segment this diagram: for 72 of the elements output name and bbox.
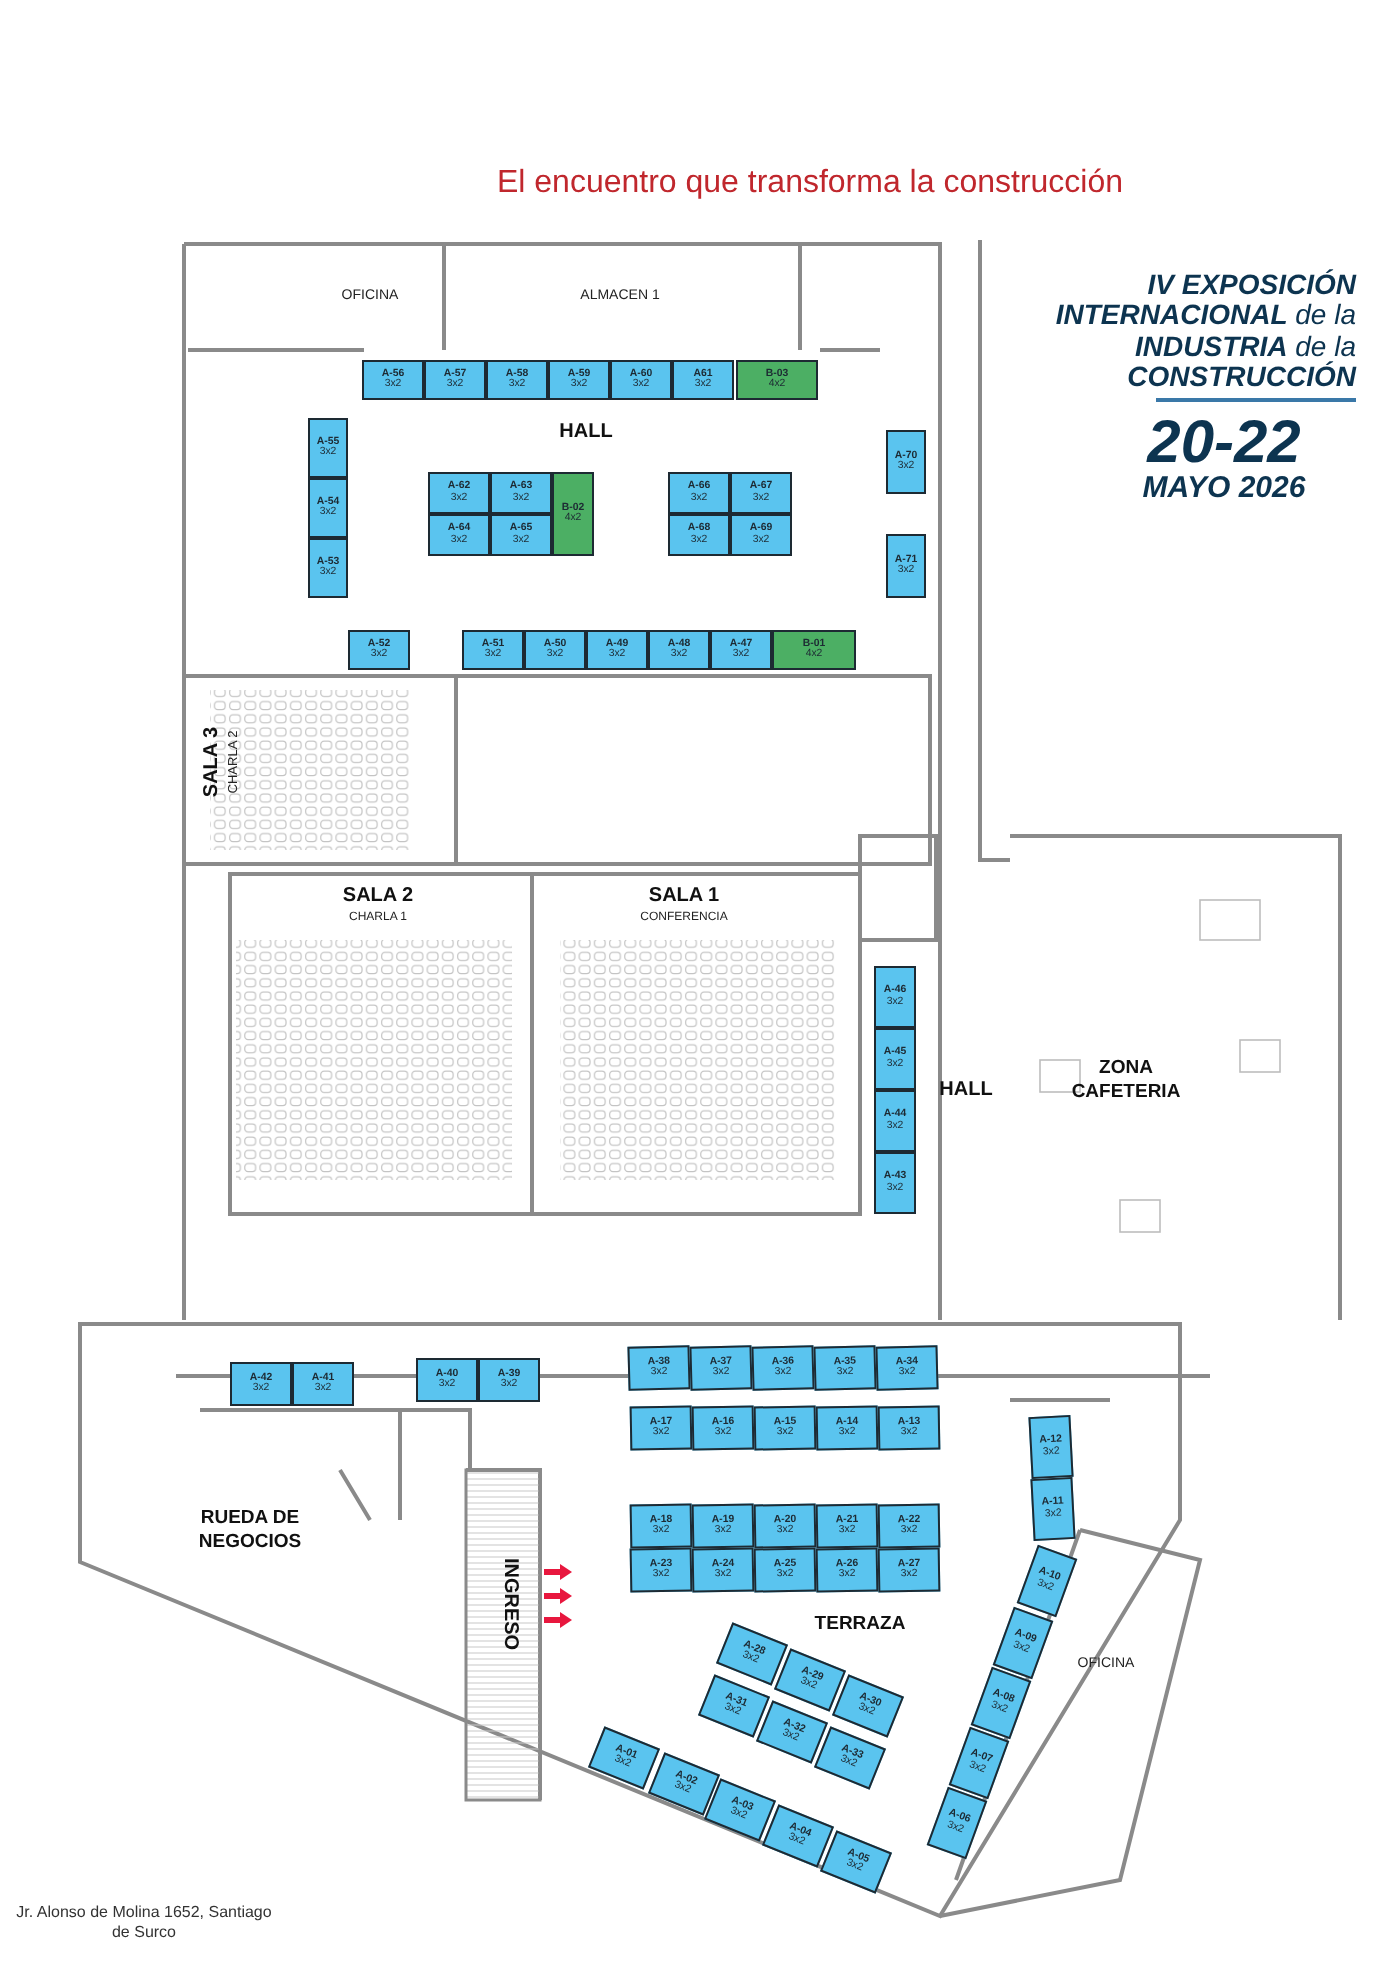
booth-box [668,472,730,514]
booth-box [552,472,594,556]
area-label: HALL [559,421,613,443]
booth-box [362,360,424,400]
area-label: HALL [939,1079,993,1101]
booth-box [710,630,772,670]
tagline: El encuentro que transforma la construcción [496,166,1124,202]
booth-box [308,478,348,538]
booth-box [691,1503,755,1549]
booth-box [874,1028,916,1090]
booth-box [689,1345,753,1391]
booth-box [753,1503,817,1549]
event-dates: 20-22 [1147,410,1301,476]
room-label: SALA 2 [342,885,414,907]
booth-box [886,534,926,598]
booth-box [348,630,410,670]
booth-box [230,1362,292,1406]
booth-box [292,1362,354,1406]
booth-box [524,630,586,670]
booth-box [424,360,486,400]
booth-box [486,360,548,400]
booth-box [627,1345,691,1391]
booth-box [875,1345,939,1391]
booth-box [428,514,490,556]
booth-box [815,1405,879,1451]
booth-box [586,630,648,670]
booth-box [874,1152,916,1214]
area-label: TERRAZA [814,1613,906,1635]
booth-box [813,1345,877,1391]
booth-box [629,1405,693,1451]
booth-box [874,1090,916,1152]
booth-box [753,1547,817,1593]
booth-box [672,360,734,400]
booth-box [815,1547,879,1593]
booth-box [730,472,792,514]
booth-box [691,1547,755,1593]
booth-box [668,514,730,556]
booth-box [691,1405,755,1451]
booth-box [877,1405,941,1451]
event-month-year: MAYO 2026 [1142,471,1306,505]
booth-box [490,514,552,556]
booth-box [753,1405,817,1451]
booth-box [730,514,792,556]
booth-box [629,1503,693,1549]
address-text: Jr. Alonso de Molina 1652, Santiago de Surco [14,1903,274,1945]
booth-box [308,418,348,478]
booth-box [416,1358,478,1402]
booth-box [751,1345,815,1391]
booth-box [462,630,524,670]
booth-box [648,630,710,670]
booth-box [886,430,926,494]
area-label: INGRESO [499,1557,521,1651]
booth-box [548,360,610,400]
booth-box [736,360,818,400]
area-label: RUEDA DE NEGOCIOS [196,1507,304,1557]
area-label: ZONA CAFETERIA [1069,1057,1183,1107]
room-label: SALA 1 [648,885,720,907]
booth-box [877,1547,941,1593]
booth-box [490,472,552,514]
room-label: SALA 3 [201,726,223,798]
booth-box [1030,1476,1076,1542]
booth-box [428,472,490,514]
booth-box [629,1547,693,1593]
booth-box [610,360,672,400]
booth-box [877,1503,941,1549]
booth-box [308,538,348,598]
booth-box [1027,1414,1073,1480]
booth-box [874,966,916,1028]
booth-box [478,1358,540,1402]
booth-box [772,630,856,670]
event-title: IV EXPOSICIÓN INTERNACIONAL de la INDUSTRIA de la CONSTRUCCIÓN [1053,270,1356,394]
booth-box [815,1503,879,1549]
